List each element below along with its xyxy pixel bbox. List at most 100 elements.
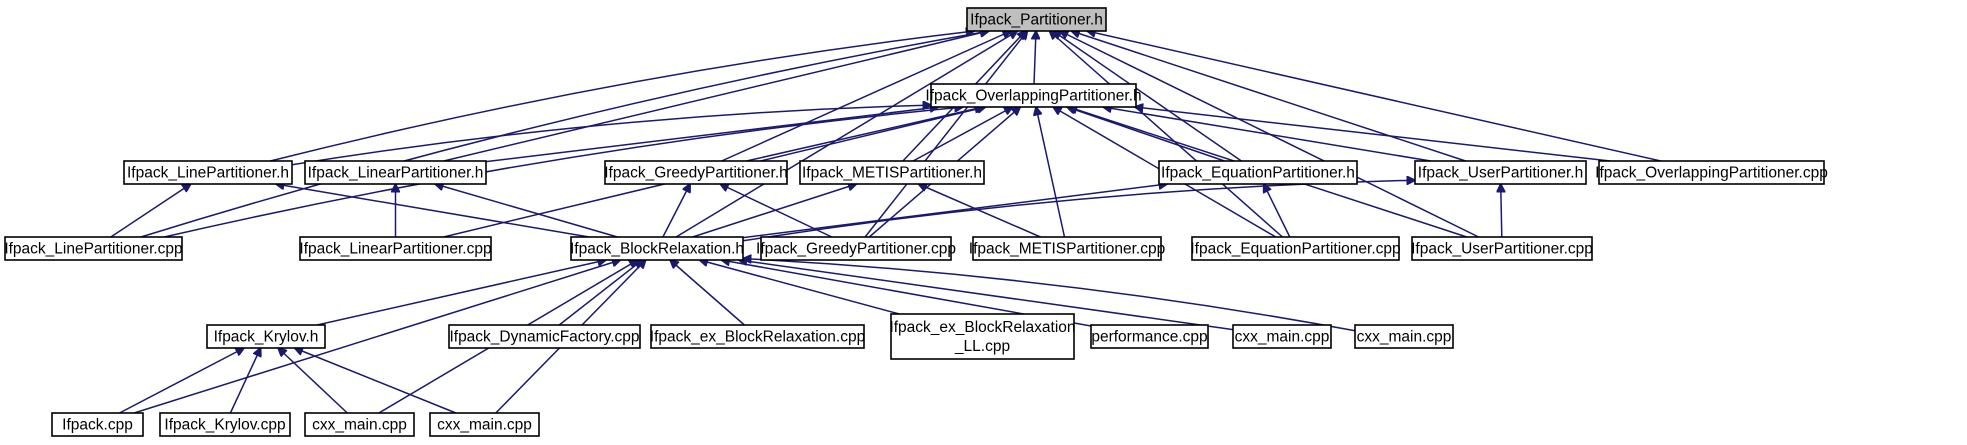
node-dynfactory-cpp[interactable]: Ifpack_DynamicFactory.cpp [448,324,641,349]
node-label: Ifpack_UserPartitioner.h [1418,165,1583,182]
edge-linear_h-to-partitioner_h [443,31,989,162]
node-label: Ifpack_LinePartitioner.cpp [4,241,182,258]
node-label: Ifpack_DynamicFactory.cpp [449,329,639,346]
node-box [1191,236,1400,261]
node-metis-h[interactable]: Ifpack_METISPartitioner.h [799,160,985,185]
node-performance-cpp[interactable]: performance.cpp [1090,324,1209,349]
node-label: Ifpack_GreedyPartitioner.cpp [756,241,956,258]
node-box [1232,324,1332,349]
node-label: Ifpack_LinearPartitioner.h [308,165,484,182]
node-partitioner-h[interactable]: Ifpack_Partitioner.h [966,7,1107,32]
node-box [972,236,1162,261]
edge-ex_blockrelax_ll_cpp-to-blockrelax_h [700,260,900,315]
node-label: Ifpack_LinearPartitioner.cpp [299,241,491,258]
node-box [1354,324,1454,349]
edge-greedy_cpp-to-partitioner_h [864,31,1027,238]
node-box [123,160,293,185]
edge-line_cpp-to-line_h [110,184,191,238]
edge-cxx_main_a-to-blockrelax_h [739,260,1234,331]
edge-overlapping_cpp-to-overlapping_h [1135,107,1611,162]
edge-blockrelax_h-to-linear_h [435,184,618,238]
edge-line_h-to-partitioner_h [270,31,974,162]
node-cxx-main-d[interactable]: cxx_main.cpp [429,412,540,437]
node-label: cxx_main.cpp [312,417,407,434]
node-label: Ifpack_Partitioner.h [970,12,1103,29]
edge-equation_h-to-partitioner_h [1053,31,1242,162]
node-label: Ifpack_METISPartitioner.h [802,165,982,182]
node-user-h[interactable]: Ifpack_UserPartitioner.h [1414,160,1587,185]
edge-greedy_h-to-overlapping_h [746,107,983,162]
node-label: Ifpack_EquationPartitioner.cpp [1190,241,1400,258]
edge-line_h-to-overlapping_h [291,105,931,166]
edge-greedy_h-to-partitioner_h [721,31,1011,162]
edge-cxx_main_d-to-krylov_h [295,348,457,414]
node-label: Ifpack.cpp [62,417,133,434]
node-user-cpp[interactable]: Ifpack_UserPartitioner.cpp [1411,236,1593,261]
edge-cxx_main_c-to-krylov_h [278,348,348,414]
node-krylov-h[interactable]: Ifpack_Krylov.h [206,324,326,349]
node-label: Ifpack_BlockRelaxation.h [570,241,744,258]
node-label: Ifpack_ex_BlockRelaxation [889,319,1075,336]
node-metis-cpp[interactable]: Ifpack_METISPartitioner.cpp [969,236,1165,261]
node-box [1598,160,1825,185]
edge-metis_cpp-to-overlapping_h [1036,107,1066,238]
node-greedy-h[interactable]: Ifpack_GreedyPartitioner.h [604,160,788,185]
edge-overlapping_h-to-partitioner_h [1034,31,1036,85]
node-box [299,236,492,261]
edge-blockrelax_h-to-greedy_h [662,184,690,238]
edge-ex_blockrelax_cpp-to-blockrelax_h [670,260,745,326]
edge-dynfactory_cpp-to-blockrelax_h [558,260,642,326]
node-equation-cpp[interactable]: Ifpack_EquationPartitioner.cpp [1190,236,1401,261]
node-krylov-cpp[interactable]: Ifpack_Krylov.cpp [159,412,291,437]
edge-krylov_h-to-blockrelax_h [316,260,606,326]
node-label: Ifpack_ex_BlockRelaxation.cpp [650,329,865,346]
node-label: Ifpack_Krylov.cpp [164,417,285,434]
node-label: _LL.cpp [954,338,1010,355]
node-label: Ifpack_Krylov.h [214,329,319,346]
node-line-h[interactable]: Ifpack_LinePartitioner.h [123,160,293,185]
node-cxx-main-b[interactable]: cxx_main.cpp [1354,324,1454,349]
node-label: Ifpack_OverlappingPartitioner.cpp [1595,165,1828,182]
edge-metis_cpp-to-metis_h [919,184,1041,238]
node-equation-h[interactable]: Ifpack_EquationPartitioner.h [1158,160,1358,185]
node-overlapping-cpp[interactable]: Ifpack_OverlappingPartitioner.cpp [1595,160,1828,185]
edge-krylov_cpp-to-krylov_h [229,348,260,414]
node-label: cxx_main.cpp [437,417,532,434]
node-box [448,324,641,349]
edge-blockrelax_h-to-equation_h [742,184,1167,239]
node-linear-h[interactable]: Ifpack_LinearPartitioner.h [304,160,487,185]
node-line-cpp[interactable]: Ifpack_LinePartitioner.cpp [4,236,183,261]
node-box [1158,160,1358,185]
node-box [799,160,985,185]
edge-line_cpp-to-overlapping_h [164,107,963,238]
node-cxx-main-c[interactable]: cxx_main.cpp [304,412,415,437]
edge-blockrelax_h-to-partitioner_h [675,31,1017,238]
node-label: performance.cpp [1091,329,1207,346]
node-cxx-main-a[interactable]: cxx_main.cpp [1232,324,1332,349]
node-label: cxx_main.cpp [1357,329,1452,346]
node-box [206,324,326,349]
node-label: Ifpack_GreedyPartitioner.h [604,165,788,182]
nodes-layer: Ifpack_Partitioner.hIfpack_OverlappingPa… [4,7,1828,437]
node-ex-blockrelax-cpp[interactable]: Ifpack_ex_BlockRelaxation.cpp [650,324,865,349]
node-box [4,236,183,261]
node-label: Ifpack_OverlappingPartitioner.h [925,88,1141,105]
node-greedy-cpp[interactable]: Ifpack_GreedyPartitioner.cpp [756,236,956,261]
node-overlapping-h[interactable]: Ifpack_OverlappingPartitioner.h [925,83,1142,108]
node-label: cxx_main.cpp [1235,329,1330,346]
node-box [890,313,1075,360]
edge-blockrelax_h-to-metis_h [692,184,857,238]
node-ex-blockrelax-ll-cpp[interactable]: Ifpack_ex_BlockRelaxation _LL.cpp [889,313,1076,360]
node-ifpack-cpp[interactable]: Ifpack.cpp [51,412,144,437]
node-box [604,160,788,185]
node-box [1411,236,1593,261]
node-box [1090,324,1209,349]
edge-overlapping_cpp-to-partitioner_h [1087,31,1661,162]
edge-equation_h-to-overlapping_h [1067,107,1225,162]
edge-blockrelax_h-to-user_h [742,180,1415,242]
node-box [930,83,1137,108]
node-blockrelax-h[interactable]: Ifpack_BlockRelaxation.h [570,236,744,261]
node-linear-cpp[interactable]: Ifpack_LinearPartitioner.cpp [299,236,492,261]
node-box [760,236,952,261]
